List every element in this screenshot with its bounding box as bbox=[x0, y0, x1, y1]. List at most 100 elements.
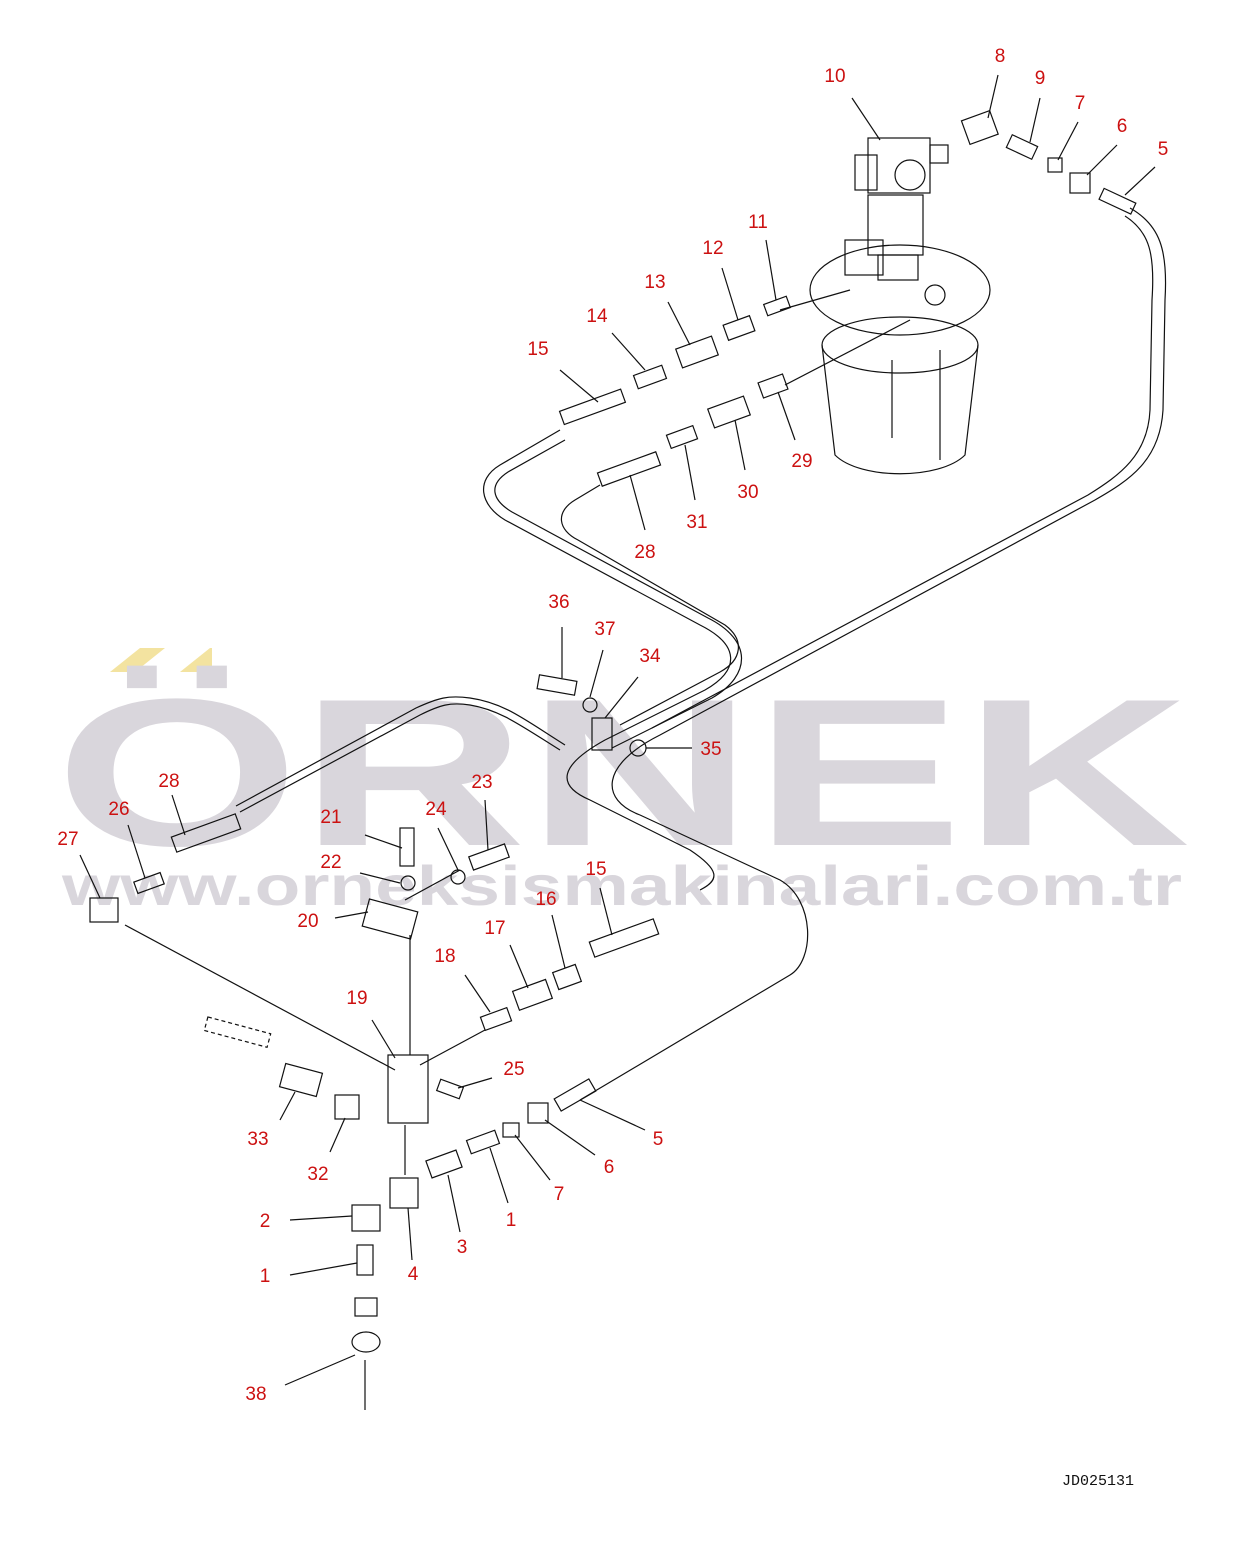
callout-31: 31 bbox=[686, 512, 707, 533]
callout-27: 27 bbox=[57, 829, 78, 850]
callout-7-lower: 7 bbox=[554, 1184, 565, 1205]
part-29-adapter bbox=[757, 373, 789, 399]
callout-30: 30 bbox=[737, 482, 758, 503]
callout-29: 29 bbox=[791, 451, 812, 472]
watermark-url: www.orneksismakinalari.com.tr bbox=[61, 854, 1182, 917]
hose-lines bbox=[124, 207, 1167, 1410]
leader-29 bbox=[777, 391, 796, 441]
leader-26 bbox=[127, 824, 146, 879]
upper-fittings bbox=[558, 109, 1137, 487]
leader-20 bbox=[334, 911, 369, 919]
callout-3: 3 bbox=[457, 1237, 468, 1258]
hose-line-28-lower bbox=[239, 703, 561, 813]
pump-neck bbox=[877, 254, 919, 281]
watermark-brand: ÖRNEK bbox=[55, 655, 1190, 890]
pump-outlet-fitting bbox=[924, 284, 946, 306]
part-33-hose-ghost bbox=[203, 1016, 272, 1049]
leader-22 bbox=[359, 872, 401, 884]
callout-6: 6 bbox=[1117, 116, 1128, 137]
callout-35: 35 bbox=[700, 739, 721, 760]
watermark-umlaut-left bbox=[110, 648, 165, 672]
part-1-nipple-left bbox=[356, 1244, 374, 1276]
callout-36: 36 bbox=[548, 592, 569, 613]
leader-27 bbox=[79, 854, 101, 899]
hose-line-28-lower-b bbox=[235, 696, 566, 807]
leader-37 bbox=[589, 649, 604, 698]
callout-22: 22 bbox=[320, 852, 341, 873]
part-13-coupler bbox=[674, 335, 720, 369]
leader-28a bbox=[629, 474, 646, 531]
callout-leaders bbox=[79, 74, 1156, 1386]
callout-28: 28 bbox=[634, 542, 655, 563]
leader-10 bbox=[851, 97, 881, 141]
line-pump-to-11 bbox=[779, 289, 851, 311]
callout-11: 11 bbox=[748, 212, 768, 233]
leader-31 bbox=[684, 444, 696, 501]
callout-10: 10 bbox=[824, 66, 845, 87]
pump-motor-head bbox=[867, 137, 931, 194]
callout-6-lower: 6 bbox=[604, 1157, 615, 1178]
part-12-adapter bbox=[722, 314, 756, 342]
line-27-to-block bbox=[124, 924, 396, 1071]
callout-34: 34 bbox=[639, 646, 661, 667]
callout-13: 13 bbox=[644, 272, 665, 293]
part-6-nut-upper bbox=[1069, 172, 1091, 194]
leader-30 bbox=[734, 419, 746, 471]
leader-21 bbox=[364, 834, 403, 849]
callout-32: 32 bbox=[307, 1164, 328, 1185]
hose-line-28-upper bbox=[560, 484, 739, 726]
reservoir-lid bbox=[809, 244, 991, 336]
leader-1b bbox=[289, 1262, 358, 1276]
part-16-adapter bbox=[551, 963, 583, 991]
part-15-hose-fitting-upper bbox=[558, 388, 627, 426]
callout-25: 25 bbox=[503, 1059, 524, 1080]
callout-5: 5 bbox=[1158, 139, 1169, 160]
part-1-nipple-right bbox=[465, 1129, 501, 1155]
callout-19: 19 bbox=[346, 988, 367, 1009]
callout-12: 12 bbox=[702, 238, 723, 259]
part-38-grease-nipple bbox=[354, 1297, 378, 1317]
leader-11 bbox=[765, 239, 777, 301]
part-38-seat bbox=[351, 1331, 381, 1353]
callout-5-lower: 5 bbox=[653, 1129, 664, 1150]
callout-15: 15 bbox=[527, 339, 548, 360]
leader-7b bbox=[514, 1134, 551, 1181]
leader-13 bbox=[667, 301, 691, 346]
callout-20: 20 bbox=[297, 911, 318, 932]
part-27-elbow bbox=[89, 897, 119, 923]
leader-9 bbox=[1029, 97, 1041, 143]
leader-5b bbox=[579, 1099, 646, 1131]
callout-2: 2 bbox=[260, 1211, 271, 1232]
leader-6a bbox=[1086, 144, 1118, 176]
leader-32 bbox=[329, 1117, 346, 1153]
part-15-hose-fitting-lower bbox=[588, 918, 660, 958]
part-28-hose-fitting-upper bbox=[596, 451, 662, 487]
leader-23 bbox=[484, 799, 489, 851]
callout-37: 37 bbox=[594, 619, 615, 640]
part-3-adapter bbox=[425, 1149, 463, 1179]
part-28-hose-fitting-lower bbox=[170, 813, 242, 853]
leader-15b bbox=[599, 887, 613, 936]
part-32-elbow bbox=[334, 1094, 360, 1120]
pump-valve bbox=[929, 144, 949, 164]
callout-24: 24 bbox=[425, 799, 447, 820]
part-9-connector bbox=[1005, 133, 1039, 161]
hose-line-15-upper-b bbox=[494, 439, 743, 749]
callout-17: 17 bbox=[484, 918, 505, 939]
leader-34 bbox=[604, 676, 639, 719]
leader-3 bbox=[447, 1174, 461, 1233]
part-33-elbow bbox=[278, 1062, 324, 1098]
part-5-hose-end-upper bbox=[1098, 187, 1137, 215]
callout-28-lower: 28 bbox=[158, 771, 179, 792]
callout-1: 1 bbox=[506, 1210, 517, 1231]
callout-14: 14 bbox=[586, 306, 608, 327]
callout-21: 21 bbox=[320, 807, 341, 828]
part-19-distribution-block bbox=[387, 1054, 429, 1124]
leader-18 bbox=[464, 974, 491, 1013]
reservoir-bucket bbox=[821, 344, 979, 475]
part-25-nipple bbox=[435, 1078, 465, 1100]
callout-23: 23 bbox=[471, 772, 492, 793]
pump-motor-cap bbox=[854, 154, 878, 191]
hose-line-5-upper bbox=[579, 207, 1167, 1101]
